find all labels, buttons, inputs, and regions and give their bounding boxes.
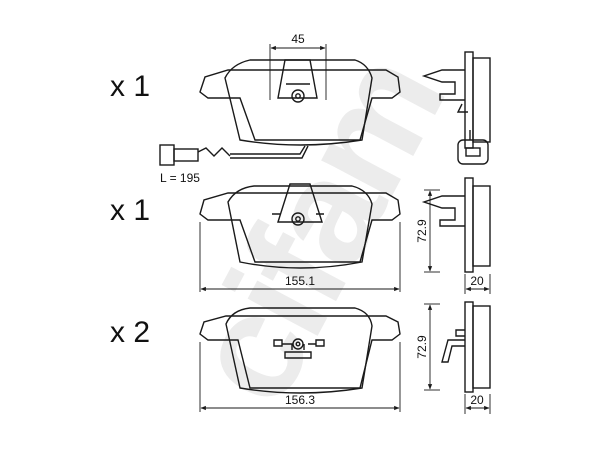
quantity-label-2: x 1 — [110, 194, 150, 227]
brake-pad-2 — [199, 183, 401, 269]
quantity-label-3: x 2 — [110, 316, 150, 349]
dimension-thickness-2: 20 — [470, 393, 484, 407]
dimension-height-2: 72.9 — [415, 335, 429, 359]
sensor-length-label: L = 195 — [160, 171, 200, 185]
dimension-thickness-1: 20 — [470, 274, 484, 288]
brake-pad-3 — [199, 307, 401, 394]
brake-pad-1 — [199, 59, 401, 146]
side-profile-3 — [441, 301, 491, 393]
side-profile-1 — [421, 51, 491, 165]
wear-sensor — [159, 144, 309, 166]
quantity-label-1: x 1 — [110, 70, 150, 103]
dimension-width-1: 155.1 — [285, 274, 315, 288]
dimension-top-width: 45 — [291, 32, 305, 46]
dimension-width-2: 156.3 — [285, 393, 315, 407]
side-profile-2 — [421, 177, 491, 273]
dimension-height-1: 72.9 — [415, 219, 429, 243]
